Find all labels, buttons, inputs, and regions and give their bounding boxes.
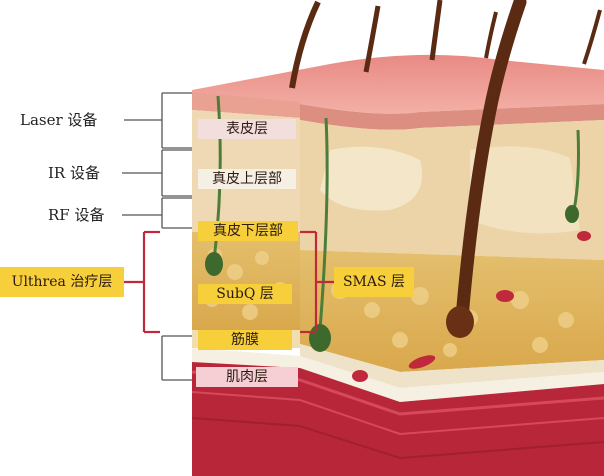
- hair-shaft: [455, 0, 527, 325]
- label-smas-layer: SMAS 层: [334, 267, 414, 297]
- tag-upper-dermis: 真皮上层部: [198, 169, 296, 189]
- tag-epidermis: 表皮层: [198, 119, 296, 139]
- label-ulthrea-treatment-layer: Ulthrea 治疗层: [0, 267, 124, 297]
- tag-fascia: 筋膜: [198, 330, 292, 350]
- label-ir-device: IR 设备: [48, 164, 100, 182]
- label-rf-device: RF 设备: [48, 206, 105, 224]
- tag-muscle: 肌肉层: [196, 367, 298, 387]
- muscle-layer: [192, 362, 604, 476]
- tag-lower-dermis: 真皮下层部: [198, 221, 298, 241]
- tag-subq: SubQ 层: [198, 284, 292, 304]
- label-laser-device: Laser 设备: [20, 111, 98, 129]
